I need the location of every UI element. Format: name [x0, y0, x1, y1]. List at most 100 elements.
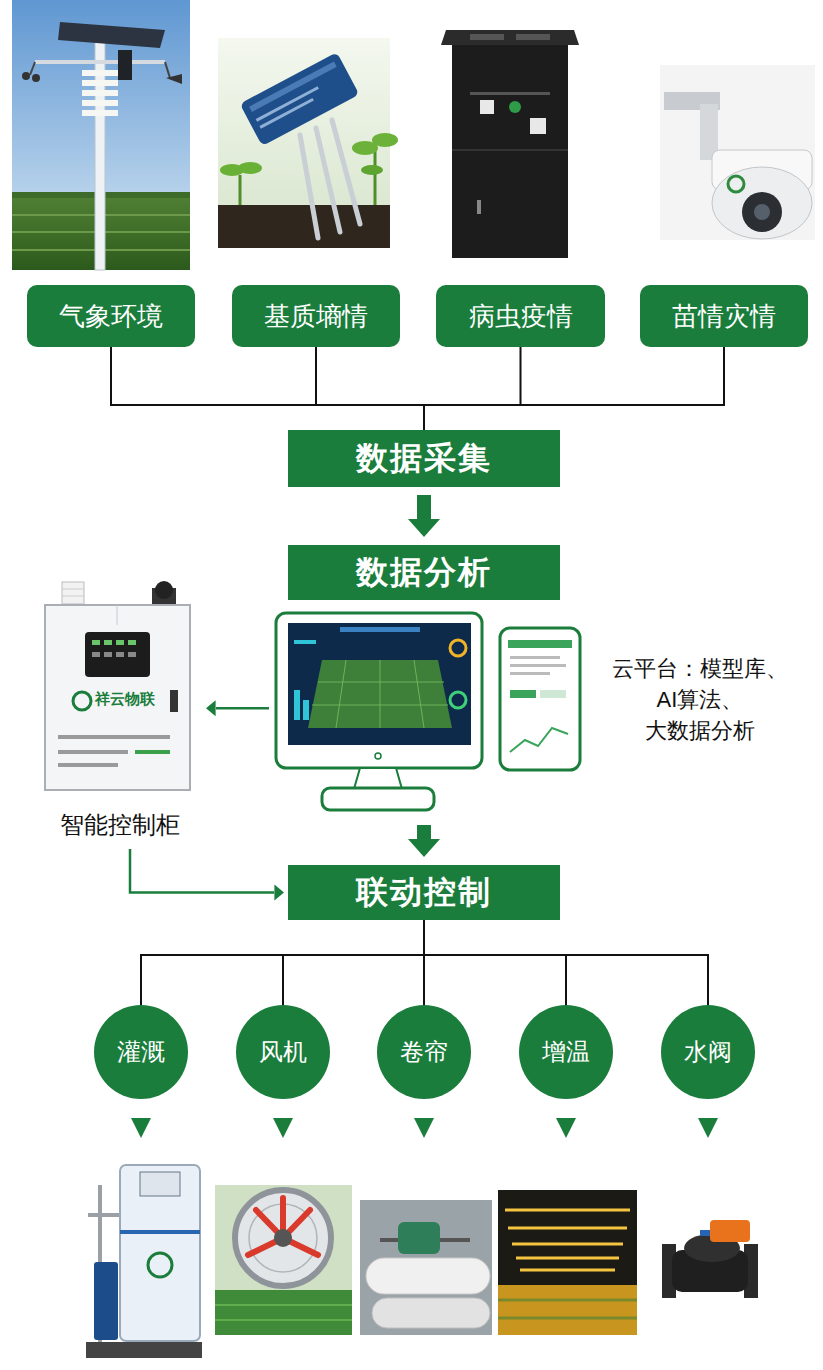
fan-photo-part	[274, 1229, 292, 1247]
monitor-picture-part	[540, 690, 566, 698]
node-text: 基质墒情	[264, 299, 368, 334]
node-text: 风机	[259, 1036, 307, 1068]
weather-station-photo-part	[58, 22, 165, 48]
valve-photo-part	[700, 1230, 710, 1236]
block-arrow-head	[408, 839, 440, 857]
connector	[316, 347, 424, 430]
weather-station-photo-part	[32, 74, 40, 82]
process-band: 联动控制	[288, 865, 560, 920]
connector	[424, 347, 521, 430]
lighting-photo-part	[498, 1190, 637, 1335]
monitor-picture-part	[510, 728, 568, 752]
arrow-line	[130, 849, 274, 893]
fan-photo-part	[215, 1290, 352, 1335]
insect-monitor-photo	[441, 30, 579, 258]
cloud-platform: 云平台：模型库、 AI算法、 大数据分析	[275, 612, 483, 817]
node-text: 病虫疫情	[469, 299, 573, 334]
control-cabinet-picture-part	[73, 692, 91, 710]
weather-station-photo-part	[12, 0, 190, 270]
source-box: 基质墒情	[232, 285, 400, 347]
control-cabinet-picture-part	[170, 690, 178, 712]
monitor-picture-part	[508, 640, 572, 648]
soil-sensor-photo	[218, 38, 398, 248]
lighting-photo-part	[498, 1285, 637, 1335]
connector	[141, 920, 424, 1005]
lighting-photo-part	[505, 1210, 630, 1270]
monitor-picture-part	[354, 768, 402, 789]
block-arrow-head	[408, 519, 440, 537]
roller-photo-part	[360, 1200, 492, 1335]
control-cabinet-picture-part	[92, 652, 100, 657]
soil-sensor-photo-part	[240, 52, 360, 146]
insect-monitor-photo-part	[516, 34, 550, 40]
node-text: 联动控制	[356, 871, 492, 915]
monitor-picture-part	[510, 664, 566, 667]
soil-sensor-photo-part	[239, 175, 242, 205]
arrow-line	[216, 707, 269, 710]
control-cabinet-picture-part	[104, 640, 112, 645]
source-box: 苗情灾情	[640, 285, 808, 347]
weather-station-photo-part	[118, 50, 132, 80]
connector	[408, 495, 440, 537]
tree-line	[424, 920, 566, 1005]
camera-photo	[660, 65, 815, 240]
control-cabinet-picture-part	[155, 581, 173, 599]
control-cabinet-picture-part	[128, 640, 136, 645]
monitor-picture-part	[276, 613, 482, 768]
monitor-picture-part	[375, 753, 381, 759]
irrigation-machine-photo-part	[120, 1230, 200, 1234]
device-circle: 卷帘	[377, 1005, 471, 1099]
valve-photo	[662, 1220, 758, 1298]
roller-photo	[360, 1200, 492, 1335]
monitor-picture-part	[510, 672, 550, 675]
camera-photo-part	[754, 204, 770, 220]
soil-sensor-photo-part	[361, 165, 383, 175]
monitor-picture	[276, 613, 580, 810]
down-triangles-part	[131, 1118, 151, 1138]
insect-monitor-photo-part	[530, 118, 546, 134]
camera-photo-part	[728, 176, 744, 192]
control-cabinet-picture-part	[92, 640, 100, 645]
fan-photo-part	[215, 1185, 352, 1335]
insect-monitor-photo-part	[452, 45, 568, 258]
connector	[424, 920, 708, 1005]
weather-station-photo-part	[165, 62, 170, 78]
circle-fill	[236, 1005, 330, 1099]
node-text: 智能控制柜	[40, 809, 200, 841]
down-triangles-part	[698, 1118, 718, 1138]
node-text: 气象环境	[59, 299, 163, 334]
fan-photo-part	[235, 1190, 331, 1286]
lighting-photo-part	[498, 1300, 637, 1318]
insect-monitor-photo-part	[452, 149, 568, 151]
connector	[111, 347, 424, 430]
irrigation-machine-photo-part	[120, 1165, 200, 1341]
irrigation-machine-photo-part	[148, 1253, 172, 1277]
process-band: 数据分析	[288, 545, 560, 600]
monitor-picture-part	[450, 640, 466, 656]
node-text: 数据分析	[356, 551, 492, 595]
control-cabinet-picture-part	[62, 589, 84, 590]
irrigation-machine-photo	[86, 1165, 202, 1358]
insect-monitor-photo-part	[441, 30, 579, 45]
down-triangles-part	[414, 1118, 434, 1138]
monitor-picture-part	[450, 692, 466, 708]
brand-label: 祥云物联	[95, 690, 155, 709]
control-cabinet-picture-part	[85, 632, 150, 677]
monitor-picture-part	[288, 623, 471, 745]
device-circle: 灌溉	[94, 1005, 188, 1099]
down-triangles-part	[556, 1118, 576, 1138]
monitor-picture-part	[303, 700, 309, 720]
tree-line	[316, 347, 424, 430]
node-text: 卷帘	[400, 1036, 448, 1068]
weather-station-photo-part	[22, 72, 30, 80]
tree-line	[283, 920, 424, 1005]
camera-photo-part	[712, 167, 812, 239]
monitor-picture-part	[294, 690, 300, 720]
circle-fill	[519, 1005, 613, 1099]
control-cabinet-picture-part	[104, 652, 112, 657]
control-cabinet-picture-part	[58, 763, 118, 767]
weather-station-photo-part	[82, 110, 118, 116]
device-circle: 增温	[519, 1005, 613, 1099]
